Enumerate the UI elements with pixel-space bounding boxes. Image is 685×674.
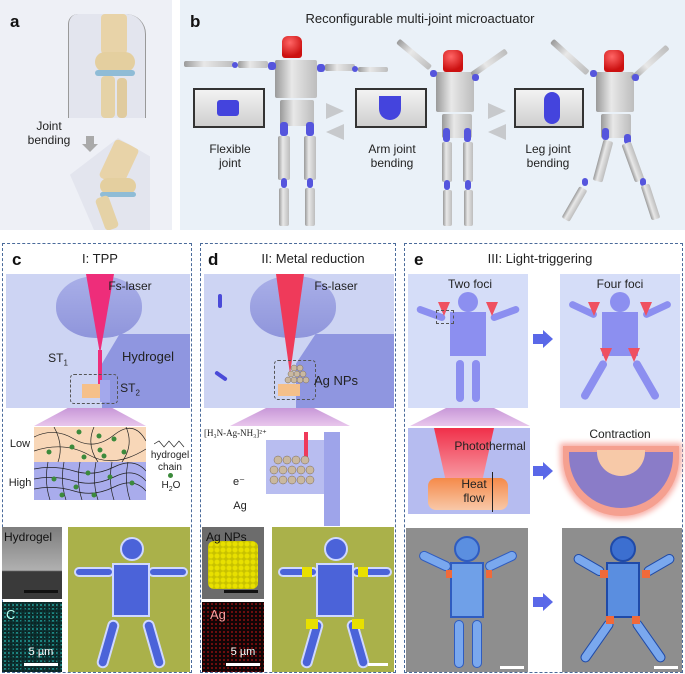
scale-label-c: 5 µm	[28, 646, 54, 658]
four-foci-micrograph	[562, 528, 682, 672]
down-arrow-head-icon	[82, 144, 98, 152]
ag-nps-sem-inset	[202, 527, 264, 599]
panel-d-title: II: Metal reduction	[261, 251, 365, 266]
panel-a-letter: a	[10, 12, 20, 31]
silver-eds-map	[202, 602, 264, 672]
zoom-trapezoid	[34, 408, 146, 426]
joint-bending-label: Joint bending	[27, 119, 71, 147]
flexible-joint-inset	[193, 88, 265, 128]
laser-beam	[86, 274, 114, 354]
forward-arrow-icon-2	[488, 103, 506, 119]
back-arrow-icon-2	[488, 124, 506, 140]
carbon-eds-map	[2, 602, 62, 672]
hydrogel-label: Hydrogel	[121, 349, 175, 364]
fs-laser-label: Fs-laser	[108, 279, 152, 293]
panel-e-title: III: Light-triggering	[487, 251, 593, 266]
low-label: Low	[9, 438, 31, 450]
arm-joint-label: Arm joint bending	[368, 142, 416, 170]
panel-a: a Joint bending	[0, 0, 172, 230]
panel-c-title: I: TPP	[82, 251, 118, 266]
panel-e-border	[404, 243, 683, 673]
hydrogel-figure-sem	[68, 527, 190, 672]
two-foci-micrograph	[406, 528, 528, 672]
four-foci-label: Four foci	[596, 277, 644, 291]
water-legend-icon	[168, 473, 173, 478]
ag-figure-sem	[272, 527, 394, 672]
leg-joint-inset	[514, 88, 584, 128]
panel-b-letter: b	[190, 12, 201, 31]
back-arrow-icon-1	[326, 124, 344, 140]
panel-e-letter: e	[414, 250, 424, 269]
scale-label-d: 5 µm	[230, 646, 256, 658]
hydrogel-sem-inset	[2, 527, 62, 599]
photothermal-label: Photothermal	[454, 439, 526, 453]
sem-scalebar-d	[224, 590, 258, 593]
panel-d-letter: d	[208, 250, 219, 269]
electron-label: e⁻	[233, 476, 245, 488]
hydrogel-block	[102, 334, 190, 408]
panel-d-border	[200, 243, 396, 673]
heat-flow-label: Heat flow	[461, 477, 487, 505]
hydrogel-sem-label: Hydrogel	[4, 530, 53, 544]
crosslink-low	[34, 427, 146, 462]
polymer-network	[34, 427, 146, 500]
panel-c-border	[2, 243, 192, 673]
forward-arrow-icon-1	[326, 103, 344, 119]
ag-atom-label: Ag	[233, 500, 247, 512]
zoom-trapezoid-d	[230, 408, 350, 426]
chain-legend-icon	[154, 440, 185, 448]
two-foci-schematic	[408, 274, 528, 408]
eds-scalebar-d	[226, 663, 260, 666]
right-arrow-head-icon-2	[543, 462, 553, 480]
st1-label: ST1	[48, 351, 68, 368]
zoom-trapezoid-e	[410, 408, 530, 426]
high-label: High	[8, 477, 32, 489]
contraction-label: Contraction	[589, 427, 651, 441]
right-arrow-icon-3	[533, 597, 543, 607]
hydrogel-chain-legend: hydrogel chain	[150, 450, 190, 473]
st2-label: ST2	[120, 381, 140, 398]
metal-reduction-schematic	[204, 274, 394, 408]
right-arrow-head-icon-3	[543, 593, 553, 611]
arm-joint-inset	[355, 88, 427, 128]
two-foci-label: Two foci	[447, 277, 492, 291]
leg-joint-label: Leg joint bending	[525, 142, 571, 170]
flexible-joint-label: Flexible joint	[209, 142, 251, 170]
panel-c-letter: c	[12, 250, 22, 269]
eds-ag-label: Ag	[210, 607, 226, 622]
ag-nps-label: Ag NPs	[313, 373, 359, 388]
photothermal-detail	[408, 428, 530, 514]
four-foci-schematic	[560, 274, 680, 408]
silver-complex-label: [H₃N-Ag-NH₃]²⁺	[204, 428, 267, 438]
water-legend: H2O	[161, 480, 181, 493]
panel-b: b Reconfigurable multi-joint microactuat…	[180, 0, 685, 230]
tpp-schematic	[6, 274, 190, 408]
panel-b-title: Reconfigurable multi-joint microactuator	[305, 11, 535, 26]
sem-scalebar-c	[24, 590, 58, 593]
knee-straight-illustration	[68, 14, 146, 118]
right-arrow-head-icon-1	[543, 330, 553, 348]
eds-scalebar-c	[24, 663, 58, 666]
ag-nps-sem-label: Ag NPs	[206, 530, 247, 544]
reduction-detail	[266, 432, 342, 530]
down-arrow-icon	[86, 136, 94, 144]
fs-laser-label-d: Fs-laser	[314, 279, 358, 293]
right-arrow-icon-1	[533, 334, 543, 344]
right-arrow-icon-2	[533, 466, 543, 476]
eds-c-label: C	[6, 607, 16, 622]
